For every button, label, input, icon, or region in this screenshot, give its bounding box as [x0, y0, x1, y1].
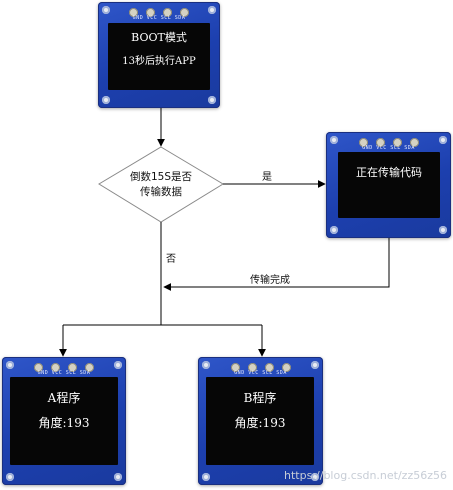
program-a-oled-module: GND VCC SCL SDA A程序 角度:193 — [2, 357, 126, 485]
mount-hole — [202, 361, 210, 369]
pin-header — [198, 357, 323, 372]
mount-hole — [311, 473, 319, 481]
pin-labels: GND VCC SCL SDA — [362, 145, 415, 151]
program-b-line1: B程序 — [243, 391, 277, 405]
yes-label: 是 — [262, 172, 272, 183]
boot-oled-module: GND VCC SCL SDA BOOT模式 13秒后执行APP — [98, 2, 220, 108]
decision-line2: 传输数据 — [140, 186, 182, 198]
mount-hole — [311, 361, 319, 369]
pin-labels: GND VCC SCL SDA — [132, 15, 186, 21]
boot-line1: BOOT模式 — [131, 31, 187, 44]
program-a-line1: A程序 — [47, 391, 81, 405]
pin-labels: GND VCC SCL SDA — [234, 370, 287, 376]
decision-label: 倒数15S是否 传输数据 — [121, 170, 201, 200]
mount-hole — [208, 96, 216, 104]
program-b-oled-module: GND VCC SCL SDA B程序 角度:193 — [198, 357, 323, 485]
mount-hole — [6, 361, 14, 369]
program-a-screen: A程序 角度:193 — [10, 377, 118, 465]
pin-header — [2, 357, 126, 372]
mount-hole — [330, 226, 338, 234]
watermark: https://blog.csdn.net/zz56z56 — [284, 469, 447, 482]
no-label: 否 — [166, 254, 176, 265]
mount-hole — [330, 136, 338, 144]
transfer-oled-module: GND VCC SCL SDA 正在传输代码 — [326, 132, 451, 238]
mount-hole — [114, 473, 122, 481]
pin-header — [98, 2, 220, 17]
boot-screen: BOOT模式 13秒后执行APP — [108, 23, 210, 90]
arrow-transfer-done — [163, 238, 390, 291]
program-b-screen: B程序 角度:193 — [206, 377, 314, 465]
mount-hole — [439, 136, 447, 144]
boot-line2: 13秒后执行APP — [122, 56, 196, 67]
mount-hole — [114, 361, 122, 369]
mount-hole — [102, 6, 110, 14]
mount-hole — [102, 96, 110, 104]
program-b-line2: 角度:193 — [234, 416, 286, 430]
program-a-line2: 角度:193 — [38, 416, 90, 430]
mount-hole — [208, 6, 216, 14]
transfer-screen: 正在传输代码 — [338, 152, 440, 218]
mount-hole — [6, 473, 14, 481]
pin-header — [326, 132, 451, 147]
mount-hole — [439, 226, 447, 234]
transfer-done-label: 传输完成 — [250, 275, 290, 286]
mount-hole — [202, 473, 210, 481]
pin-labels: GND VCC SCL SDA — [37, 370, 91, 376]
decision-line1: 倒数15S是否 — [129, 171, 193, 183]
transfer-line1: 正在传输代码 — [356, 166, 422, 179]
